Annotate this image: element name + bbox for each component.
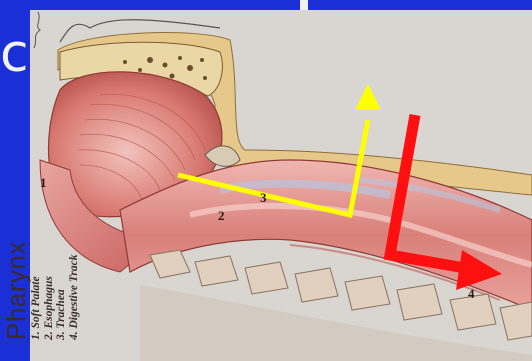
legend-item: 3. Trachea	[55, 241, 68, 340]
figure-caption: Pharynx 1. Soft Palate 2. Esophagus 3. T…	[2, 241, 80, 340]
label-3: 3	[260, 190, 267, 206]
slide-title-fragment: c	[0, 28, 29, 80]
label-4: 4	[468, 286, 475, 302]
pharynx-illustration	[30, 10, 532, 361]
label-2: 2	[218, 208, 225, 224]
legend-item: 4. Digestive Track	[68, 241, 81, 340]
legend-item: 1. Soft Palate	[30, 241, 43, 340]
legend-item: 2. Esophagus	[43, 241, 56, 340]
anatomy-illustration-panel: 1 2 3 4	[30, 10, 532, 361]
artist-signature	[30, 10, 46, 50]
label-1: 1	[40, 175, 47, 191]
caption-title: Pharynx	[2, 241, 30, 340]
